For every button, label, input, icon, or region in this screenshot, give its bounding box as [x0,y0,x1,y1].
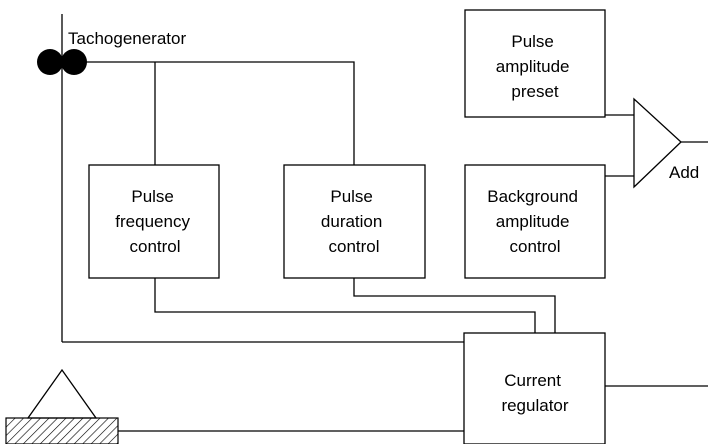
support-triangle [26,368,98,419]
current-regulator-block: Current regulator [463,332,606,444]
pulse-duration-control-block: Pulse duration control [283,164,426,279]
tachogenerator-rotor-left [37,49,63,75]
pulse-frequency-control-label: Pulse frequency control [115,187,194,256]
tachogenerator-rotor-right [61,49,87,75]
tacho-output-bus [75,61,355,165]
duration-to-regulator-line [353,278,556,333]
tachogenerator-label: Tachogenerator [68,29,186,48]
adder-label: Add [669,163,699,182]
frequency-to-regulator-line [154,278,536,333]
background-amplitude-control-block: Background amplitude control [464,164,606,279]
connection-lines [61,14,708,432]
pulse-amplitude-preset-label: Pulse amplitude preset [496,32,574,101]
ground-support [5,368,119,444]
adder-triangle [633,97,682,189]
pulse-amplitude-preset-block: Pulse amplitude preset [464,9,606,118]
pulse-frequency-control-block: Pulse frequency control [88,164,220,279]
tachogenerator: Tachogenerator [37,29,186,75]
current-regulator-label: Current regulator [501,371,568,415]
background-amplitude-control-label: Background amplitude control [487,187,582,256]
ground-hatch [5,417,119,444]
adder: Add [633,97,699,189]
pulse-duration-control-label: Pulse duration control [321,187,387,256]
